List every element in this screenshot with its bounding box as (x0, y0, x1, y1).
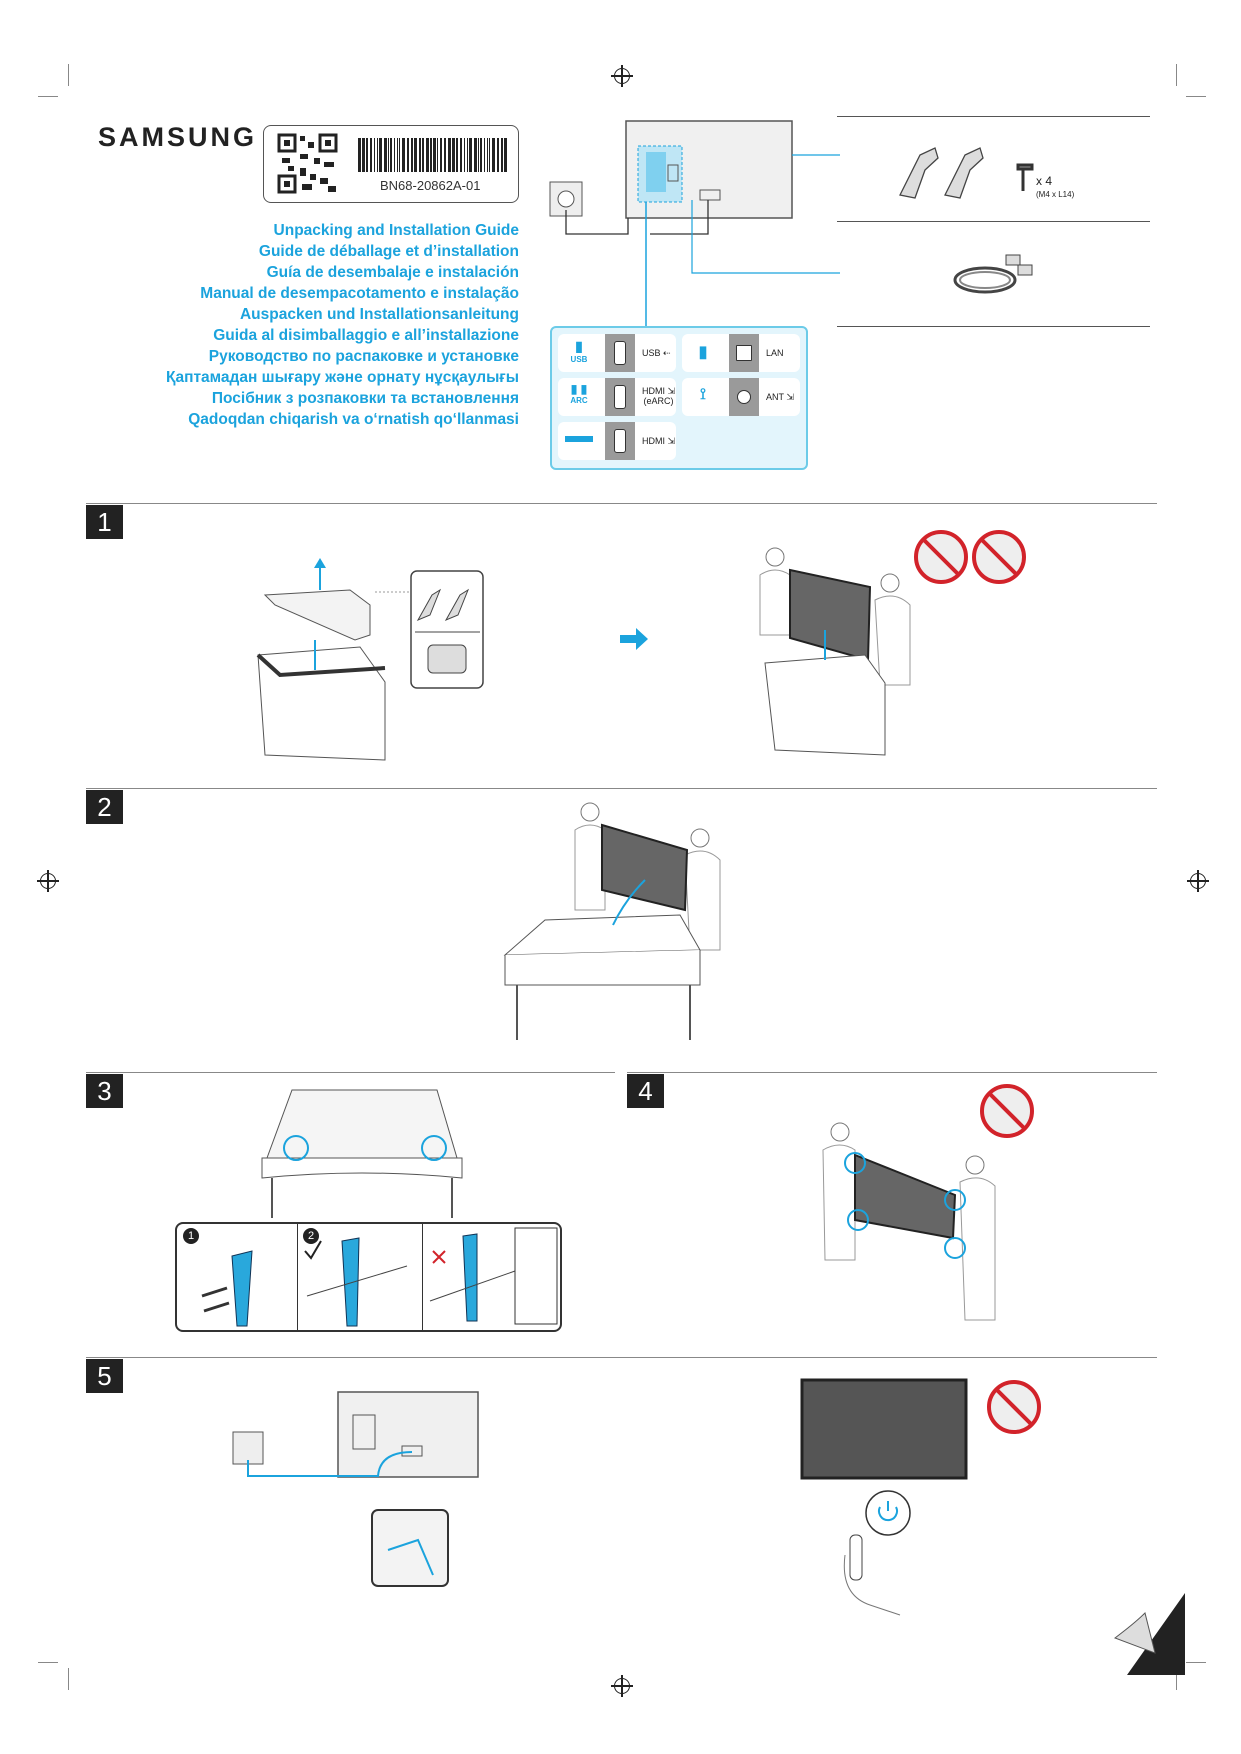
port-icon-label: USB (570, 355, 588, 364)
stand-correct-icon (304, 1237, 408, 1327)
port-hdmi: HDMI ⇲ (558, 422, 676, 460)
registration-mark-icon (1187, 870, 1209, 892)
two-people-stand-tv-illustration (822, 1122, 996, 1321)
port-icon-label: ARC (570, 396, 588, 405)
port-hdmi-earc: ▮ ▮ARC HDMI ⇲ (eARC) (558, 378, 676, 416)
title-de: Auspacken und Installationsanleitung (239, 306, 519, 323)
product-label: BN68-20862A-01 (263, 125, 519, 203)
sub-step-2: 2 (303, 1228, 319, 1244)
step-2-number: 2 (86, 790, 123, 824)
set-top-box-icon (562, 436, 596, 442)
stand-screw-icon (201, 1250, 253, 1327)
title-uk: Посібник з розпаковки та встановлення (211, 390, 519, 407)
section-divider (86, 503, 1157, 504)
title-kk: Қаптамадан шығару және орнату нұсқаулығы (166, 369, 519, 386)
crop-mark (68, 64, 69, 86)
screw-spec: (M4 x L14) (1036, 190, 1075, 199)
port-ant: ⟟ ANT ⇲ (682, 378, 800, 416)
place-tv-on-table-illustration (503, 802, 721, 1040)
arrow-right-icon (620, 628, 648, 650)
section-divider (86, 1072, 615, 1073)
unbox-illustration (256, 558, 410, 761)
samsung-logo: SAMSUNG (98, 122, 258, 152)
warning-icons (914, 530, 1026, 584)
crop-mark (38, 96, 58, 97)
lan-cable-icon: ▮ (698, 344, 708, 361)
section-divider (627, 1072, 1157, 1073)
divider (837, 326, 1150, 327)
title-ru: Руководство по распаковке и установке (208, 348, 519, 365)
title-fr: Guide de déballage et d’installation (258, 243, 519, 260)
port-usb: ▮USB USB ⇠ (558, 334, 676, 372)
step-5-number: 5 (86, 1359, 123, 1393)
stand-attach-detail: 1 2 (175, 1222, 562, 1332)
title-en: Unpacking and Installation Guide (273, 222, 519, 239)
title-pt: Manual de desempacotamento e instalação (200, 285, 519, 302)
screw-count: x 4 (1036, 174, 1053, 188)
port-label: HDMI ⇲ (642, 436, 676, 446)
part-number: BN68-20862A-01 (380, 178, 481, 193)
accessory-box-icon (410, 570, 484, 689)
registration-mark-icon (37, 870, 59, 892)
registration-mark-icon (611, 1675, 633, 1697)
tv-power-on-illustration (800, 1378, 968, 1616)
speaker-icon: ▮ ▮ (570, 382, 588, 396)
step-3-number: 3 (86, 1074, 123, 1108)
antenna-icon: ⟟ (700, 386, 706, 403)
registration-mark-icon (611, 65, 633, 87)
divider (837, 116, 1150, 117)
page-turn-icon (1113, 1593, 1185, 1675)
two-people-lift-tv-illustration (759, 547, 911, 756)
warning-icon (987, 1380, 1041, 1434)
crop-mark (1186, 1662, 1206, 1663)
lan-socket-icon (729, 334, 759, 372)
crop-mark (38, 1662, 58, 1663)
guide-titles: Unpacking and Installation Guide Guide d… (166, 220, 519, 430)
crop-mark (68, 1668, 69, 1690)
power-cable-icon (953, 254, 1033, 294)
usb-socket-icon (605, 334, 635, 372)
stand-incorrect-icon (429, 1227, 558, 1325)
hdmi-socket-icon (605, 378, 635, 416)
ports-panel: ▮USB USB ⇠ ▮ LAN ▮ ▮ARC HDMI ⇲ (eARC) ⟟ … (550, 326, 808, 470)
warning-icon (980, 1084, 1034, 1138)
power-connection-illustration (232, 1391, 479, 1587)
crop-mark (1186, 96, 1206, 97)
section-divider (86, 788, 1157, 789)
hdmi-socket-icon (605, 422, 635, 460)
detail-panel-1: 1 (177, 1224, 298, 1330)
port-label: LAN (766, 348, 784, 358)
coax-socket-icon (729, 378, 759, 416)
sub-step-1: 1 (183, 1228, 199, 1244)
port-label: HDMI ⇲ (eARC) (642, 386, 676, 406)
section-divider (86, 1357, 1157, 1358)
port-label: ANT ⇲ (766, 392, 794, 402)
crop-mark (1176, 1668, 1177, 1690)
barcode-icon (358, 138, 507, 172)
port-lan: ▮ LAN (682, 334, 800, 372)
title-uz: Qadoqdan chiqarish va o‘rnatish qo‘llanm… (188, 411, 519, 428)
tv-face-down-on-table-illustration (261, 1089, 463, 1218)
crop-mark (1176, 64, 1177, 86)
tv-rear-connection-diagram (549, 120, 840, 326)
title-es: Guía de desembalaje e instalación (266, 264, 519, 281)
stand-legs-icon (899, 147, 1034, 199)
step-1-number: 1 (86, 505, 123, 539)
title-it: Guida al disimballaggio e all’installazi… (213, 327, 519, 344)
port-label: USB ⇠ (642, 348, 671, 358)
divider (837, 221, 1150, 222)
step-4-number: 4 (627, 1074, 664, 1108)
qr-code-icon (277, 133, 338, 194)
usb-icon: ▮ (575, 338, 583, 354)
detail-panel-2: 2 (297, 1224, 423, 1330)
